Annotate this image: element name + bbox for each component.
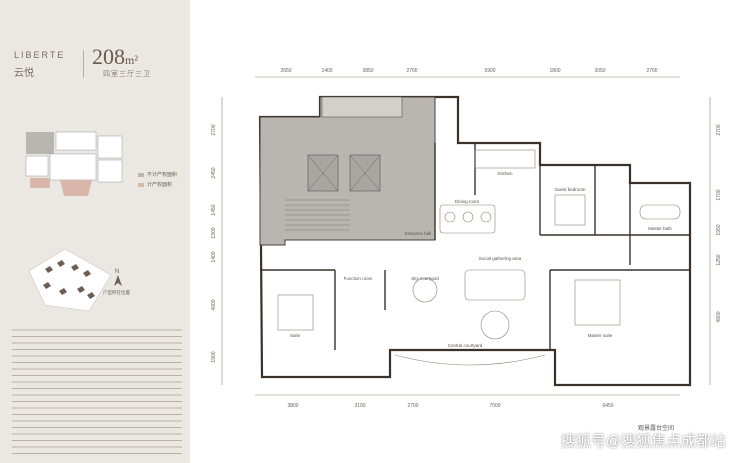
master-bed — [574, 279, 621, 326]
kitchen-counter — [474, 149, 536, 169]
ne-bed — [554, 194, 586, 226]
site-plan — [28, 248, 112, 312]
svg-text:N: N — [115, 269, 119, 275]
dim-left-7: 1900 — [211, 351, 217, 362]
stairs — [285, 199, 350, 231]
bathtub — [639, 204, 681, 220]
room-master: Master suite — [588, 333, 613, 338]
description-text-block — [12, 325, 182, 455]
legend-item-1: 不计产权面积 — [138, 171, 177, 178]
room-dining: Dining room — [455, 199, 480, 204]
plan-caption: 观景露台空间 — [638, 426, 675, 432]
unit-rooms: 四室三厅三卫 — [103, 71, 151, 78]
room-bathroom-e: Master bath — [648, 226, 672, 231]
dim-top-8: 2700 — [646, 68, 657, 74]
room-study: Sky courtyard — [411, 276, 439, 281]
info-sidebar: LIBERTE 云悦 208m² 四室三厅三卫 不计产权面积 计产权面积 N 户… — [0, 0, 190, 463]
dim-left-3: 1450 — [211, 204, 217, 215]
room-kitchen: Kitchen — [497, 171, 513, 176]
dim-bottom-2: 3100 — [354, 403, 365, 409]
sofa — [464, 269, 526, 301]
shared-core — [259, 96, 436, 246]
dim-top-5: 5900 — [484, 68, 495, 74]
brand-name: LIBERTE — [14, 50, 66, 60]
terrace-curve — [394, 354, 546, 366]
dim-top-3: 3850 — [362, 68, 373, 74]
dim-left-4: 1300 — [211, 227, 217, 238]
dim-right-3: 1950 — [716, 224, 722, 235]
room-entry: Entrance hall — [405, 231, 431, 236]
dim-top-4: 2700 — [406, 68, 417, 74]
dim-left-6: 4000 — [211, 299, 217, 310]
dim-right-1: 2700 — [716, 124, 722, 135]
dim-top-7: 3050 — [594, 68, 605, 74]
north-arrow-icon: N — [114, 269, 122, 286]
floor-plan: 2650 1400 3850 2700 5900 1800 3050 2700 … — [211, 68, 722, 409]
dim-bottom-1: 3800 — [287, 403, 298, 409]
dining-table — [439, 204, 496, 234]
north-caption: 户型所在位置 — [103, 290, 130, 295]
west-bed — [277, 294, 314, 331]
dim-bottom-3: 2700 — [407, 403, 418, 409]
dim-left-2: 2450 — [211, 167, 217, 178]
unit-area: 208m² — [92, 44, 138, 69]
dim-right-2: 1700 — [716, 189, 722, 200]
room-bedroom-ne: Guest bedroom — [554, 187, 585, 192]
dim-right-4: 1250 — [716, 254, 722, 265]
dim-top-6: 1800 — [549, 68, 560, 74]
room-function: Function room — [344, 276, 373, 281]
courtyard-table — [412, 277, 438, 303]
room-living: Social gathering area — [479, 256, 522, 261]
room-bedroom-w: Suite — [290, 333, 301, 338]
coffee-table — [480, 310, 510, 340]
brand-divider — [83, 50, 84, 78]
dim-top-1: 2650 — [280, 68, 291, 74]
dim-top-2: 1400 — [321, 68, 332, 74]
dim-right-5: 4800 — [716, 311, 722, 322]
legend-item-2: 计产权面积 — [138, 181, 172, 188]
brand-name-cn: 云悦 — [14, 68, 34, 79]
room-courtyard: Central courtyard — [448, 343, 483, 348]
watermark: 搜狐号@搜狐焦点成都站 — [560, 433, 726, 450]
key-plan — [25, 131, 123, 196]
dim-bottom-5: 6450 — [602, 403, 613, 409]
top-balcony — [321, 96, 403, 118]
dim-left-1: 2700 — [211, 124, 217, 135]
dim-bottom-4: 7000 — [489, 403, 500, 409]
dim-left-5: 1400 — [211, 251, 217, 262]
